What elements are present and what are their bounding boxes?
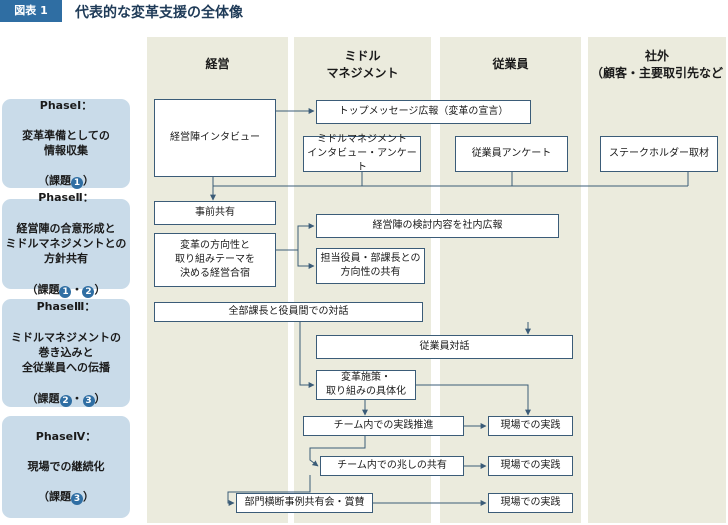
phase-2-issue-suffix: ） [94,282,106,296]
issue-3-badge: 3 [82,394,95,407]
phase-1-issue-prefix: （課題 [37,174,71,188]
phase-2-text: 経営陣の合意形成と ミドルマネジメントとの 方針共有 [5,221,127,266]
phase-2-issue-prefix: （課題 [26,282,60,296]
issue-1-badge: 1 [59,285,72,298]
phase-1-text: 変革準備としての 情報収集 [22,128,110,158]
phase-1-name: PhaseⅠ： [39,98,93,112]
phase-4-issue-prefix: （課題 [38,490,71,504]
phase-2-issue-sep: ・ [71,282,83,296]
concretize-box: 変革施策・ 取り組みの具体化 [316,370,416,400]
phase-4-name: PhaseⅣ： [35,429,97,443]
team-signs-box: チーム内での兆しの共有 [320,456,464,476]
phase-3-text: ミドルマネジメントの 巻き込みと 全従業員への伝播 [11,330,121,375]
issue-3-badge: 3 [71,493,83,506]
cross-dept-sharing-box: 部門横断事例共有会・賞賛 [236,493,373,513]
phase-1-issue-suffix: ） [82,174,94,188]
column-header-employee: 従業員 [492,57,529,72]
issue-2-badge: 2 [82,285,95,298]
issue-2-badge: 2 [59,394,72,407]
arrow-team-to-signs [309,436,366,467]
phase-3-name: PhaseⅢ： [36,300,96,314]
arrow-to-concretize [299,322,315,388]
executive-interview-box: 経営陣インタビュー [154,99,276,177]
column-header-executive: 経営 [205,57,230,72]
field-practice-box-2: 現場での実践 [488,456,573,476]
figure-label: 図表 1 [0,0,62,22]
phase-3-issue-sep: ・ [71,391,83,405]
figure-title: 代表的な変革支援の全体像 [75,5,243,21]
phase-3-issue-suffix: ） [94,391,106,405]
pre-share-box: 事前共有 [154,201,276,225]
field-practice-box-3: 現場での実践 [488,493,573,513]
field-practice-box-1: 現場での実践 [488,416,573,436]
phase-3-issue-prefix: （課題 [26,391,60,405]
exec-review-pr-box: 経営陣の検討内容を社内広報 [316,214,559,238]
top-message-box: トップメッセージ広報（変革の宣言） [316,100,531,124]
direction-share-box: 担当役員・部課長との 方向性の共有 [316,248,425,284]
phase-2-name: PhaseⅡ： [38,191,94,205]
column-external-bg [588,37,726,523]
arrow-concretize-to-field [416,384,531,416]
employee-dialogue-box: 従業員対話 [316,335,573,359]
arrow-field-to-cross-dept [227,475,311,506]
team-practice-box: チーム内での実践推進 [303,416,464,436]
stakeholder-interview-box: ステークホルダー取材 [600,136,718,172]
issue-1-badge: 1 [70,177,83,190]
arrow-to-exec-pr [276,223,315,251]
middle-interview-box: ミドルマネジメント インタビュー・アンケート [303,134,421,173]
arrow-to-direction-share [297,250,315,269]
all-manager-dialogue-box: 全部課長と役員間での対話 [154,302,423,322]
phase-4-text: 現場での継続化 [27,460,105,473]
column-header-external: 社外 （顧客・主要取引先など [590,49,723,80]
column-header-middle: ミドル マネジメント [326,49,399,80]
employee-survey-box: 従業員アンケート [455,136,568,172]
direction-consensus-box: 変革の方向性と 取り組みテーマを 決める経営合宿 [154,233,276,287]
phase-4-issue-suffix: ） [83,490,94,504]
